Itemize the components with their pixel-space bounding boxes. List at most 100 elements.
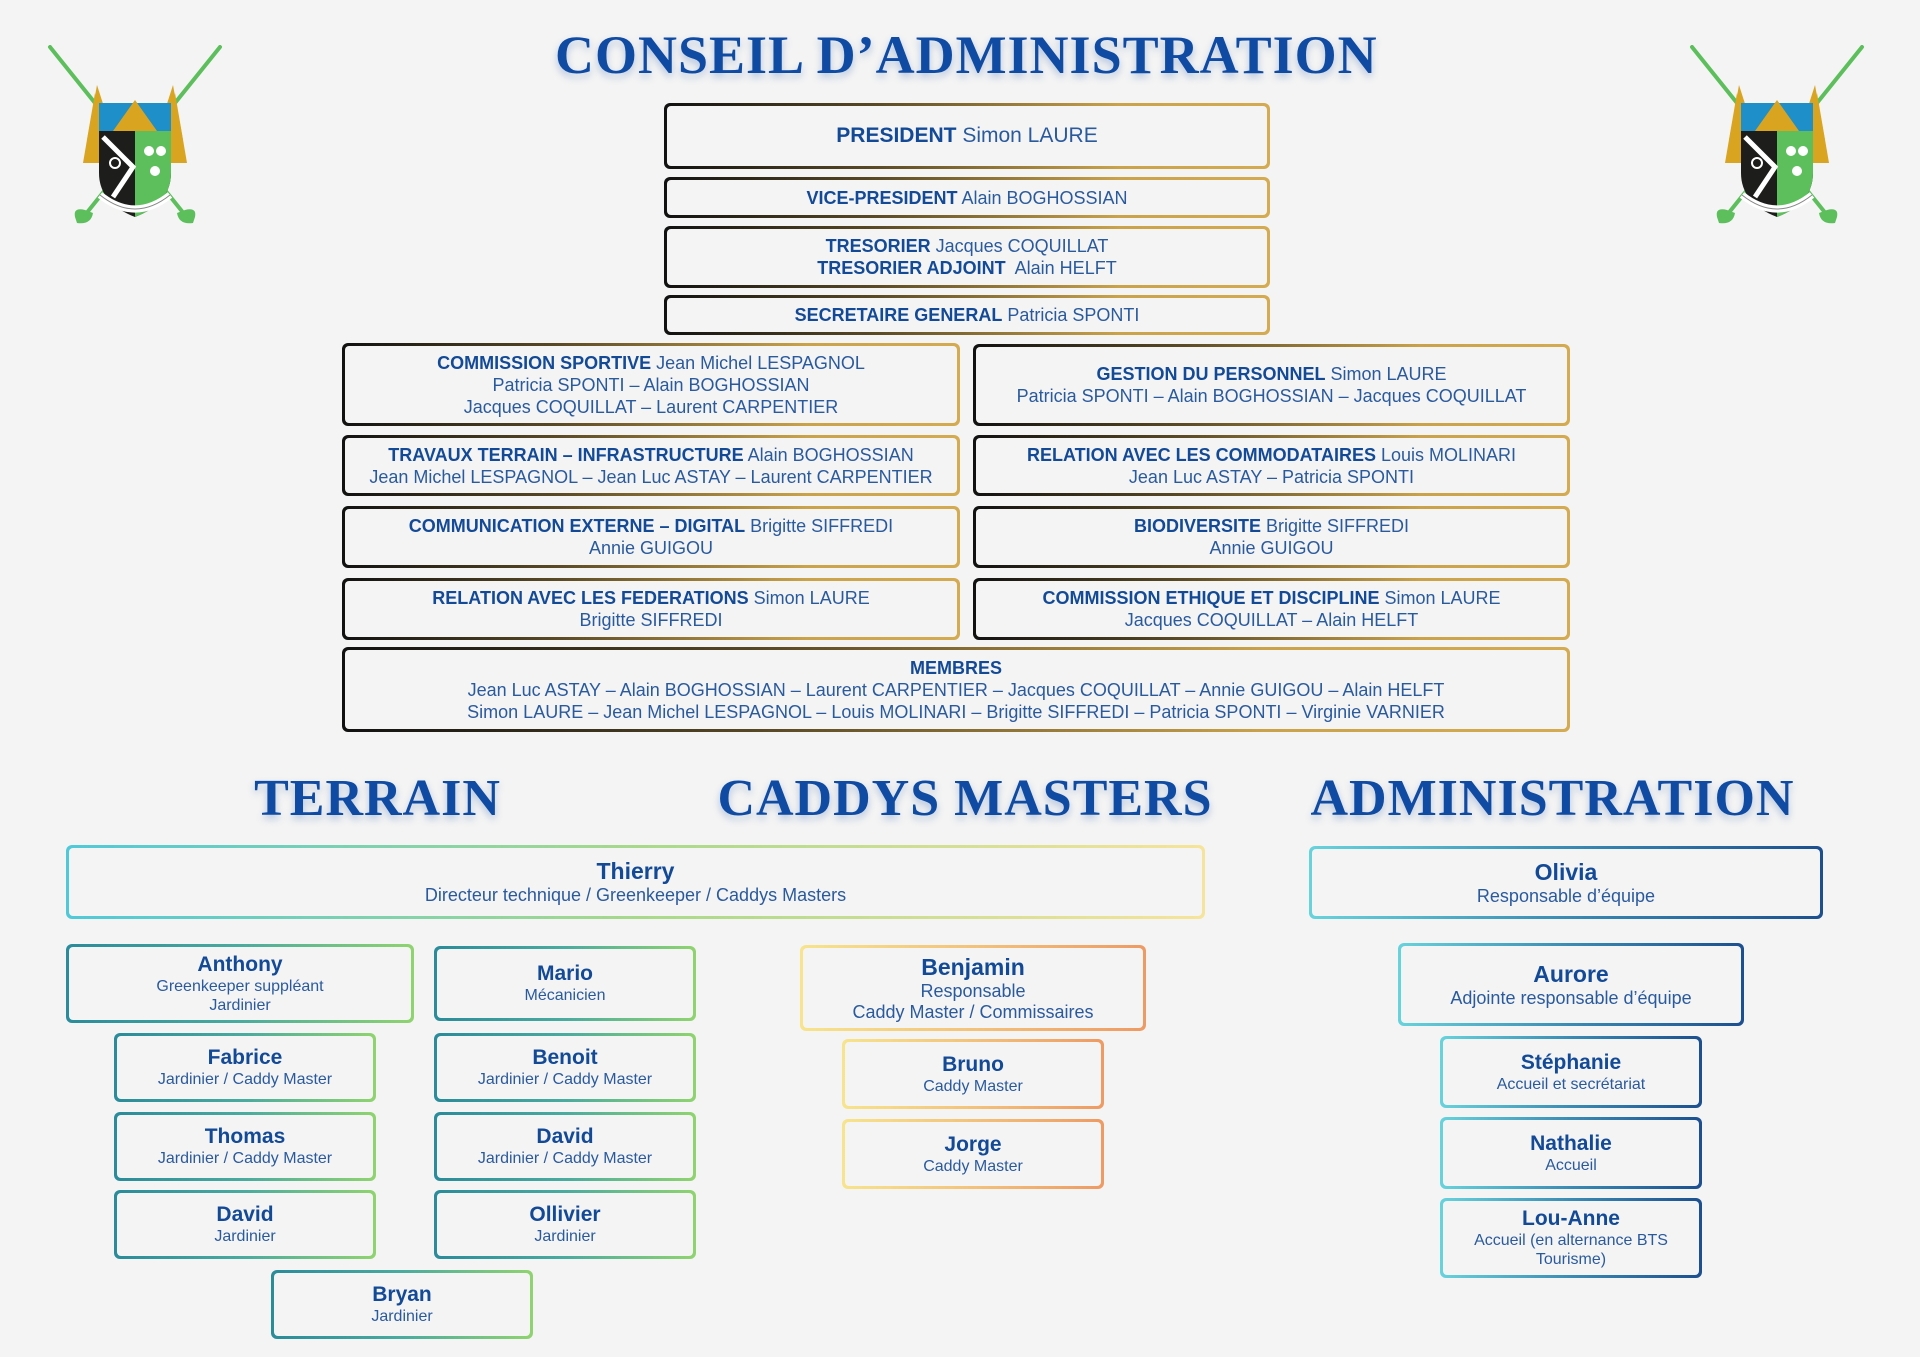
club-crest-left-icon — [45, 45, 225, 235]
commission-lead: Brigitte SIFFREDI — [750, 516, 894, 536]
president-name: Simon LAURE — [962, 124, 1098, 147]
page-title: CONSEIL D’ADMINISTRATION — [555, 25, 1378, 85]
commission-title: COMMUNICATION EXTERNE – DIGITAL — [408, 516, 746, 536]
commission-box: RELATION AVEC LES COMMODATAIRES Louis MO… — [973, 435, 1570, 496]
staff-role: Accueil — [1545, 1156, 1597, 1174]
staff-name: Benoit — [532, 1046, 598, 1069]
tresorier-adjoint-name: Alain HELFT — [1014, 258, 1117, 278]
commission-title: BIODIVERSITE — [1133, 516, 1266, 536]
tresorier-box: TRESORIER Jacques COQUILLAT TRESORIER AD… — [664, 226, 1270, 288]
commission-title: GESTION DU PERSONNEL — [1096, 364, 1326, 384]
commission-box: COMMUNICATION EXTERNE – DIGITAL Brigitte… — [342, 506, 960, 568]
staff-name: Lou-Anne — [1522, 1207, 1620, 1230]
staff-role: Caddy Master — [923, 1157, 1023, 1175]
membres-line: Jean Luc ASTAY – Alain BOGHOSSIAN – Laur… — [467, 679, 1445, 700]
commission-lead: Jean Michel LESPAGNOL — [656, 352, 865, 373]
vice-president-role: VICE-PRESIDENT — [806, 187, 958, 208]
commission-lead: Louis MOLINARI — [1380, 444, 1517, 465]
staff-role: Jardinier — [534, 1228, 596, 1245]
staff-name: Aurore — [1533, 960, 1609, 987]
secretaire-box: SECRETAIRE GENERAL Patricia SPONTI — [664, 295, 1270, 335]
staff-role: Caddy Master — [923, 1077, 1023, 1095]
staff-role: Jardinier / Caddy Master — [477, 1071, 653, 1088]
commission-members: Brigitte SIFFREDI — [579, 610, 723, 630]
staff-name: Thomas — [204, 1125, 286, 1148]
commission-lead: Simon LAURE — [753, 588, 870, 608]
commission-box: COMMISSION ETHIQUE ET DISCIPLINE Simon L… — [973, 578, 1570, 640]
president-role: PRESIDENT — [836, 124, 957, 147]
commission-members: Jacques COQUILLAT – Alain HELFT — [1124, 610, 1419, 630]
tresorier-role: TRESORIER — [825, 236, 931, 256]
commission-members: Annie GUIGOU — [588, 538, 714, 558]
staff-name: Nathalie — [1530, 1131, 1612, 1155]
commission-title: COMMISSION SPORTIVE — [437, 352, 652, 373]
staff-role: Jardinier — [209, 996, 271, 1014]
staff-name: Benjamin — [921, 953, 1025, 980]
tresorier-adjoint-role: TRESORIER ADJOINT — [817, 258, 1006, 278]
staff-name: Jorge — [944, 1132, 1002, 1156]
commission-members: Jacques COQUILLAT – Laurent CARPENTIER — [463, 396, 839, 417]
club-crest-right-icon — [1687, 45, 1867, 235]
secretaire-role: SECRETAIRE GENERAL — [794, 305, 1003, 325]
commission-box: RELATION AVEC LES FEDERATIONS Simon LAUR… — [342, 578, 960, 640]
director-name: Thierry — [596, 858, 675, 884]
tresorier-name: Jacques COQUILLAT — [935, 236, 1109, 256]
staff-name: Anthony — [197, 952, 283, 976]
commission-lead: Simon LAURE — [1330, 364, 1447, 384]
staff-role: Greenkeeper suppléant — [156, 977, 324, 995]
vice-president-box: VICE-PRESIDENT Alain BOGHOSSIAN — [664, 177, 1270, 218]
staff-role: Mécanicien — [524, 987, 606, 1004]
commission-members: Jean Michel LESPAGNOL – Jean Luc ASTAY –… — [369, 466, 933, 487]
commission-title: COMMISSION ETHIQUE ET DISCIPLINE — [1042, 588, 1380, 608]
commission-title: TRAVAUX TERRAIN – INFRASTRUCTURE — [388, 444, 744, 465]
commission-box: TRAVAUX TERRAIN – INFRASTRUCTURE Alain B… — [342, 435, 960, 496]
vice-president-name: Alain BOGHOSSIAN — [961, 187, 1128, 208]
commission-members: Patricia SPONTI – Alain BOGHOSSIAN – Jac… — [1016, 386, 1527, 406]
staff-name: Olivia — [1534, 858, 1598, 885]
staff-role: Jardinier — [371, 1308, 433, 1325]
commission-title: RELATION AVEC LES FEDERATIONS — [432, 588, 749, 608]
staff-name: Stéphanie — [1520, 1050, 1622, 1074]
staff-role: Jardinier / Caddy Master — [157, 1150, 333, 1167]
staff-name: Fabrice — [207, 1046, 283, 1069]
staff-name: David — [216, 1203, 274, 1226]
staff-name: Ollivier — [529, 1203, 601, 1226]
staff-role: Jardinier / Caddy Master — [477, 1150, 653, 1167]
director-box: Thierry Directeur technique / Greenkeepe… — [66, 845, 1205, 919]
secretaire-name: Patricia SPONTI — [1007, 305, 1140, 325]
staff-role: Jardinier — [214, 1228, 276, 1245]
staff-role: Jardinier / Caddy Master — [157, 1071, 333, 1088]
membres-box: MEMBRES Jean Luc ASTAY – Alain BOGHOSSIA… — [342, 647, 1570, 732]
section-heading-administration: ADMINISTRATION — [1310, 770, 1795, 827]
staff-name: Mario — [536, 962, 593, 985]
commission-members: Annie GUIGOU — [1209, 538, 1334, 558]
section-heading-caddys: CADDYS MASTERS — [717, 770, 1213, 827]
staff-role: Accueil et secrétariat — [1496, 1075, 1646, 1093]
staff-role: Adjointe responsable d’équipe — [1450, 987, 1692, 1008]
staff-name: Bryan — [372, 1283, 432, 1306]
staff-role: Tourisme) — [1535, 1251, 1607, 1268]
commission-members: Jean Luc ASTAY – Patricia SPONTI — [1128, 466, 1415, 487]
section-heading-terrain: TERRAIN — [254, 770, 501, 827]
staff-name: David — [536, 1125, 594, 1148]
commission-title: RELATION AVEC LES COMMODATAIRES — [1026, 444, 1376, 465]
staff-role: Responsable d’équipe — [1476, 885, 1656, 906]
commission-lead: Brigitte SIFFREDI — [1266, 516, 1410, 536]
